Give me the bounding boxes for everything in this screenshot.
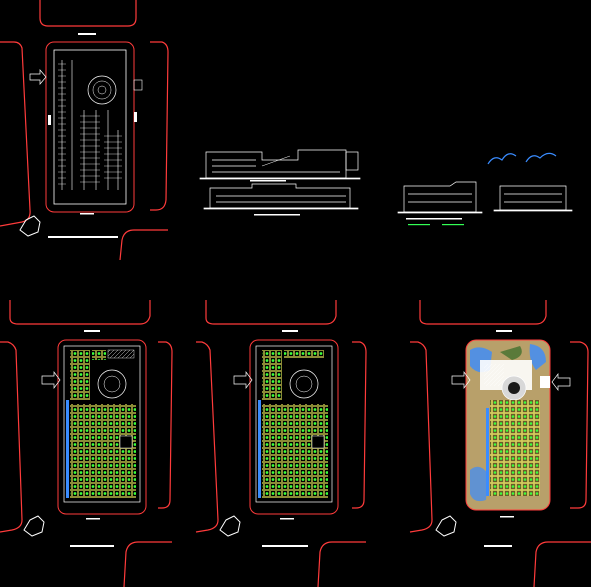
spiral-ramp — [87, 75, 117, 105]
stall-ticks — [58, 63, 122, 185]
site-boundary — [45, 41, 135, 213]
plan-bottom-right — [409, 300, 591, 587]
north-arrow — [19, 215, 41, 237]
figure-sketches — [487, 152, 557, 165]
plan-top-left — [0, 0, 169, 261]
elevations-center — [199, 149, 361, 216]
building-outline — [53, 49, 127, 205]
title-label — [48, 236, 118, 238]
arrows — [29, 69, 143, 125]
plan-bottom-center — [195, 300, 367, 587]
street-label-top — [78, 33, 96, 35]
plan-bottom-left — [0, 300, 173, 587]
elevations-right — [397, 152, 573, 226]
stall-rows — [61, 60, 119, 190]
water-strip — [66, 400, 69, 498]
